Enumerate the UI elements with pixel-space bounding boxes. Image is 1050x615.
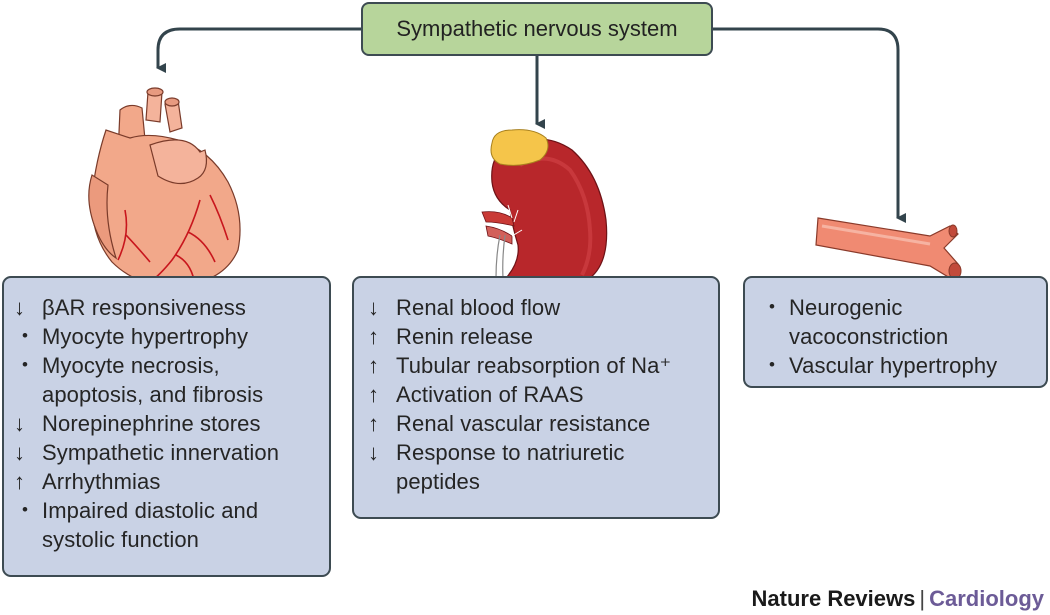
- kidney-effects-panel: ↓ Renal blood flow ↑ Renin release ↑ Tubula…: [352, 276, 720, 519]
- increase-arrow-icon: ↑: [368, 382, 380, 407]
- journal-name: Cardiology: [929, 586, 1044, 611]
- publisher-name: Nature Reviews: [751, 586, 916, 611]
- list-item-text: Renal vascular resistance: [396, 411, 651, 436]
- list-item-text: Tubular reabsorption of Na⁺: [396, 353, 672, 378]
- list-item: ↑ Renal vascular resistance: [368, 409, 718, 438]
- arrow-to-vessel: [713, 27, 906, 223]
- journal-credit: Nature Reviews|Cardiology: [752, 586, 1044, 612]
- decrease-arrow-icon: ↓: [14, 295, 26, 320]
- list-item: • Neurogenic vacoconstriction: [761, 293, 1046, 351]
- sympathetic-nervous-system-box: Sympathetic nervous system: [361, 2, 713, 56]
- list-item-text: Myocyte hypertrophy: [42, 324, 249, 349]
- list-item: ↓ Renal blood flow: [368, 293, 718, 322]
- list-item-text: Myocyte necrosis, apoptosis, and fibrosi…: [42, 353, 264, 407]
- list-item-text: Neurogenic vacoconstriction: [789, 295, 949, 349]
- increase-arrow-icon: ↑: [14, 469, 26, 494]
- list-item-text: Vascular hypertrophy: [789, 353, 998, 378]
- bullet-icon: •: [21, 326, 29, 345]
- list-item-text: βAR responsiveness: [42, 295, 246, 320]
- list-item: ↓ Norepinephrine stores: [14, 409, 329, 438]
- list-item: ↓ βAR responsiveness: [14, 293, 329, 322]
- credit-separator: |: [919, 586, 926, 611]
- kidney-effects-list: ↓ Renal blood flow ↑ Renin release ↑ Tubula…: [368, 293, 718, 496]
- list-item-text: Sympathetic innervation: [42, 440, 280, 465]
- list-item: ↓ Response to natriuretic peptides: [368, 438, 718, 496]
- bullet-icon: •: [768, 355, 776, 374]
- list-item: ↑ Arrhythmias: [14, 467, 329, 496]
- list-item-text: Impaired diastolic and systolic function: [42, 498, 259, 552]
- list-item-text: Renal blood flow: [396, 295, 561, 320]
- arrow-to-heart: [156, 27, 361, 73]
- list-item: • Vascular hypertrophy: [761, 351, 1046, 380]
- list-item: ↑ Tubular reabsorption of Na⁺: [368, 351, 718, 380]
- increase-arrow-icon: ↑: [368, 353, 380, 378]
- list-item: ↑ Activation of RAAS: [368, 380, 718, 409]
- vessel-effects-list: • Neurogenic vacoconstriction • Vascular h…: [761, 293, 1046, 380]
- heart-effects-panel: ↓ βAR responsiveness • Myocyte hypertrophy…: [2, 276, 331, 577]
- list-item: • Myocyte necrosis, apoptosis, and fibros…: [14, 351, 329, 409]
- list-item: ↓ Sympathetic innervation: [14, 438, 329, 467]
- increase-arrow-icon: ↑: [368, 411, 380, 436]
- list-item-text: Norepinephrine stores: [42, 411, 261, 436]
- list-item: • Myocyte hypertrophy: [14, 322, 329, 351]
- list-item: ↑ Renin release: [368, 322, 718, 351]
- bullet-icon: •: [768, 297, 776, 316]
- list-item-text: Arrhythmias: [42, 469, 161, 494]
- list-item: • Impaired diastolic and systolic functio…: [14, 496, 329, 554]
- decrease-arrow-icon: ↓: [368, 440, 380, 465]
- list-item-text: Response to natriuretic peptides: [396, 440, 625, 494]
- decrease-arrow-icon: ↓: [368, 295, 380, 320]
- decrease-arrow-icon: ↓: [14, 411, 26, 436]
- bullet-icon: •: [21, 500, 29, 519]
- bullet-icon: •: [21, 355, 29, 374]
- vessel-effects-panel: • Neurogenic vacoconstriction • Vascular h…: [743, 276, 1048, 388]
- list-item-text: Activation of RAAS: [396, 382, 584, 407]
- decrease-arrow-icon: ↓: [14, 440, 26, 465]
- increase-arrow-icon: ↑: [368, 324, 380, 349]
- list-item-text: Renin release: [396, 324, 534, 349]
- heart-effects-list: ↓ βAR responsiveness • Myocyte hypertrophy…: [14, 293, 329, 554]
- header-title: Sympathetic nervous system: [396, 16, 678, 41]
